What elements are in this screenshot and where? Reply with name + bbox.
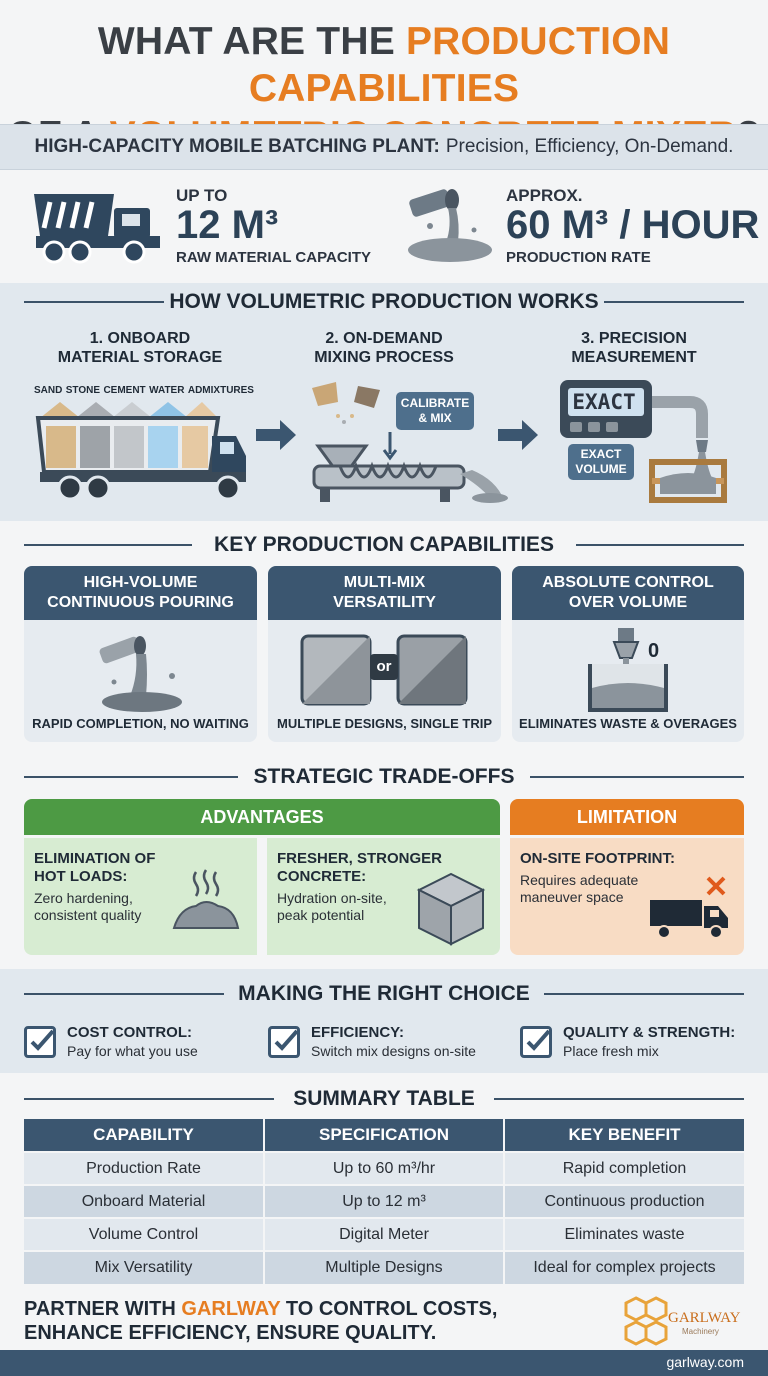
choice-item-cost: COST CONTROL: Pay for what you use [24,1024,264,1064]
capacity-value: 12 M³ [176,203,279,247]
divider-line [544,993,744,995]
card-caption: ELIMINATES WASTE & OVERAGES [519,716,737,731]
table-cell: Volume Control [24,1217,265,1251]
column-header: SPECIFICATION [264,1119,505,1152]
dump-truck-icon [30,186,164,266]
divider-line [604,301,744,303]
choice-item-efficiency: EFFICIENCY: Switch mix designs on-site [268,1024,518,1064]
table-cell: Continuous production [504,1184,744,1218]
table-row: Onboard Material Up to 12 m³ Continuous … [24,1184,744,1218]
table-cell: Eliminates waste [504,1217,744,1251]
table-cell: Rapid completion [504,1151,744,1185]
checkbox-checked-icon [24,1026,56,1058]
hexagon-logo-icon [624,1296,668,1346]
divider-line [530,776,744,778]
pouring-pipe-icon [400,186,494,266]
arrow-right-icon [496,418,540,452]
column-header: CAPABILITY [24,1119,265,1152]
mix-samples-icon [300,632,470,710]
advantage-text: Hydration on-site,peak potential [277,890,387,923]
material-truck-icon [32,396,252,506]
advantages-header: ADVANTAGES [24,799,500,835]
limitation-title: ON-SITE FOOTPRINT: [520,850,675,867]
tagline-banner: HIGH-CAPACITY MOBILE BATCHING PLANT:Prec… [0,124,768,170]
choice-item-quality: QUALITY & STRENGTH: Place fresh mix [520,1024,750,1064]
dispenser-icon [582,624,674,716]
divider-line [24,776,238,778]
advantage-text: Zero hardening,consistent quality [34,890,142,923]
garlway-logo: GARLWAY Machinery [624,1296,744,1346]
table-row: Production Rate Up to 60 m³/hr Rapid com… [24,1151,744,1185]
table-cell: Ideal for complex projects [504,1250,744,1284]
how-heading: HOW VOLUMETRIC PRODUCTION WORKS [169,290,599,313]
capacity-prefix: UP TO [176,186,228,205]
table-header-row: CAPABILITY SPECIFICATION KEY BENEFIT [24,1119,744,1152]
summary-table: CAPABILITY SPECIFICATION KEY BENEFIT Pro… [24,1119,744,1284]
divider-line [24,1098,274,1100]
card-caption: RAPID COMPLETION, NO WAITING [32,716,249,731]
website-link[interactable]: garlway.com [666,1354,744,1370]
table-cell: Production Rate [24,1151,265,1185]
or-label: or [376,658,392,675]
choice-heading: MAKING THE RIGHT CHOICE [238,982,530,1005]
table-cell: Up to 12 m³ [264,1184,505,1218]
limitation-header: LIMITATION [510,799,744,835]
truck-no-space-icon [646,874,738,940]
pouring-pipe-icon [96,626,196,716]
checkbox-checked-icon [520,1026,552,1058]
arrow-right-icon [254,418,298,452]
choice-section [0,969,768,1073]
column-header: KEY BENEFIT [504,1119,744,1152]
summary-heading: SUMMARY TABLE [293,1087,475,1110]
rate-label: PRODUCTION RATE [506,249,651,266]
digital-meter-icon [556,378,728,504]
mixing-auger-icon [300,376,510,506]
table-cell: Multiple Designs [264,1250,505,1284]
table-cell: Mix Versatility [24,1250,265,1284]
table-cell: Up to 60 m³/hr [264,1151,505,1185]
divider-line [576,544,744,546]
footer-cta: PARTNER WITH GARLWAY TO CONTROL COSTS, E… [24,1298,498,1344]
table-row: Mix Versatility Multiple Designs Ideal f… [24,1250,744,1284]
divider-line [24,301,164,303]
table-row: Volume Control Digital Meter Eliminates … [24,1217,744,1251]
capacity-label: RAW MATERIAL CAPACITY [176,249,371,266]
zero-label: 0 [648,640,660,662]
tradeoffs-heading: STRATEGIC TRADE-OFFS [253,765,515,788]
divider-line [24,993,224,995]
capabilities-heading: KEY PRODUCTION CAPABILITIES [214,533,554,556]
rate-prefix: APPROX. [506,186,583,205]
rate-value: 60 M³ / HOUR [506,203,760,247]
table-cell: Digital Meter [264,1217,505,1251]
divider-line [494,1098,744,1100]
meter-display: EXACT [572,390,636,414]
concrete-cube-icon [411,868,491,948]
card-caption: MULTIPLE DESIGNS, SINGLE TRIP [277,716,492,731]
calibrate-badge: CALIBRATE& MIX [396,392,474,430]
concrete-pile-icon [170,868,242,934]
table-cell: Onboard Material [24,1184,265,1218]
footer-bar [0,1350,768,1376]
divider-line [24,544,192,546]
checkbox-checked-icon [268,1026,300,1058]
